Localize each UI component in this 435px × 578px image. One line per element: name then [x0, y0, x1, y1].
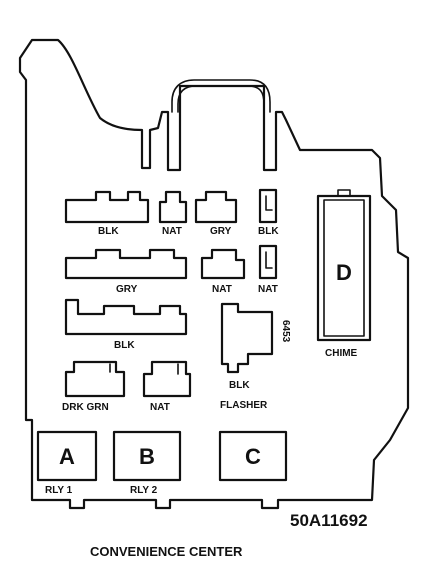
connector-c1	[64, 190, 150, 224]
relay-c-body	[218, 430, 288, 482]
connector-c7	[258, 244, 278, 280]
connector-c2	[158, 190, 188, 224]
harness-loop	[171, 79, 271, 113]
relay-b-label: RLY 2	[130, 485, 158, 496]
relay-a-label: RLY 1	[45, 485, 73, 496]
connector-c7-slot	[265, 251, 273, 269]
figure-code: 50A11692	[290, 511, 368, 530]
relay-a-letter: A	[59, 444, 75, 469]
connector-c2-label: NAT	[162, 226, 182, 237]
flasher-part-number: 6453	[280, 320, 291, 343]
connector-c7-label: NAT	[258, 284, 278, 295]
connector-c6-label: NAT	[212, 284, 232, 295]
chime-letter: D	[336, 260, 352, 285]
connector-c8	[64, 298, 188, 336]
connector-c1-label: BLK	[98, 226, 119, 237]
connector-c10	[142, 360, 192, 398]
connector-c3-label: GRY	[210, 226, 232, 237]
relay-c-letter: C	[245, 444, 261, 469]
chime-inner	[323, 199, 365, 337]
chime-body	[316, 194, 372, 342]
connector-c10-label: NAT	[150, 402, 170, 413]
diagram-caption: CONVENIENCE CENTER	[90, 544, 243, 559]
flasher-color: BLK	[229, 380, 250, 391]
connector-c6	[200, 248, 246, 280]
connector-c3	[194, 190, 238, 224]
connector-c4-slot	[265, 195, 273, 211]
flasher-name: FLASHER	[220, 400, 268, 411]
connector-c5	[64, 248, 188, 280]
connector-c8-label: BLK	[114, 340, 135, 351]
harness-loop-inner	[177, 85, 265, 113]
chime-tab	[337, 189, 351, 197]
connector-c9	[64, 360, 126, 398]
relay-b-body	[112, 430, 182, 482]
connector-c5-label: GRY	[116, 284, 138, 295]
connector-c4	[258, 188, 278, 224]
flasher-body	[220, 302, 274, 374]
connector-c4-label: BLK	[258, 226, 279, 237]
chime-label: CHIME	[325, 348, 358, 359]
relay-a-body	[36, 430, 98, 482]
relay-b-letter: B	[139, 444, 155, 469]
connector-c9-label: DRK GRN	[62, 402, 109, 413]
